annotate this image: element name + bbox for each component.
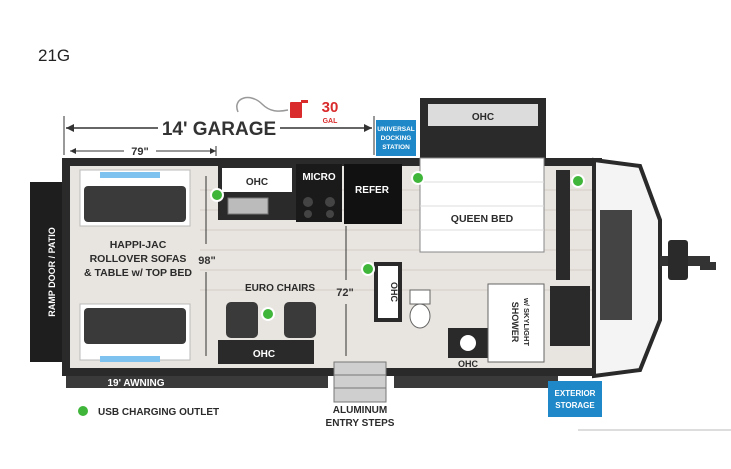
ramp-door-label: RAMP DOOR / PATIO [47,227,57,317]
dim-79: 79" [131,146,148,158]
microwave [296,164,342,222]
queen-bed [419,157,545,253]
dim-72: 72" [336,287,353,299]
legend-usb-icon [76,404,90,418]
usb-outlet [411,171,425,185]
entry-steps [333,361,387,403]
legend-label: USB CHARGING OUTLET [98,407,219,418]
ohc-lower-label: OHC [253,349,275,360]
docking-line-3: STATION [382,144,410,151]
fuel-unit: GAL [323,118,339,125]
toilet [409,303,431,329]
micro-label: MICRO [302,172,336,183]
fuel-icon [236,96,308,118]
happi-jac-line-1: HAPPI-JAC [110,239,167,251]
front-storage [550,286,590,346]
queen-bed-label: QUEEN BED [451,213,514,225]
usb-outlet [361,262,375,276]
shower-line-2: w/ SKYLIGHT [522,297,531,346]
awning-left [66,376,328,388]
happi-jac-line-2: ROLLOVER SOFAS [90,253,187,265]
euro-chair-left [226,302,258,338]
refrigerator [344,164,402,224]
exterior-storage-line-2: STORAGE [555,401,595,410]
ohc-bedroom: OHC [472,112,494,123]
usb-outlet [210,188,224,202]
ohc-kitchen: OHC [246,177,268,188]
entry-steps-line-2: ENTRY STEPS [326,418,395,429]
front-cabinet [556,170,570,280]
happi-jac-line-3: & TABLE w/ TOP BED [84,267,192,279]
awning-right [394,376,558,388]
shower [487,283,545,363]
exterior-storage-line-1: EXTERIOR [555,389,596,398]
ohc-lower [218,340,314,364]
docking-station-badge [376,120,416,156]
garage-dimension: 14' GARAGE [63,116,375,155]
ohc-bath: OHC [458,359,479,369]
usb-outlet [571,174,585,188]
fuel-amount: 30 [322,99,339,116]
docking-line-2: DOCKING [381,135,412,142]
awning-label: 19' AWNING [107,378,164,389]
usb-outlet [261,307,275,321]
dim-98: 98" [198,255,215,267]
docking-line-1: UNIVERSAL [377,126,415,133]
shower-line-1: SHOWER [510,302,520,343]
model-name: 21G [38,46,71,65]
euro-chair-right [284,302,316,338]
garage-label: 14' GARAGE [162,119,276,140]
brand-logo [600,210,632,320]
ohc-vertical-label: OHC [389,282,399,303]
euro-chairs-label: EURO CHAIRS [245,283,315,294]
exterior-storage-badge [548,381,602,417]
refer-label: REFER [355,185,390,196]
entry-steps-line-1: ALUMINUM [333,405,387,416]
